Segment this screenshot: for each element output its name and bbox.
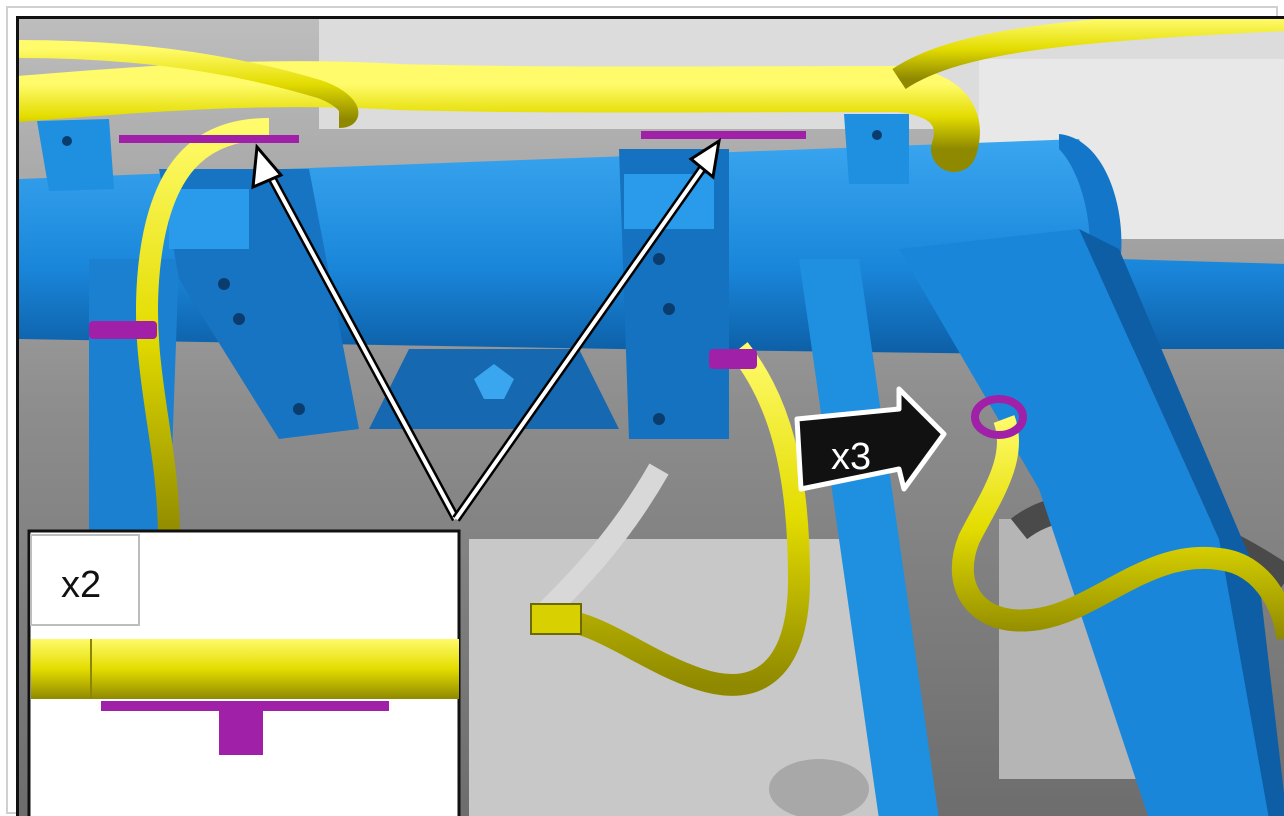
pointer-arrow-icon: [251, 143, 460, 522]
harness-clip: [119, 135, 299, 143]
harness-center-run: [548, 342, 811, 696]
bracket-hole: [293, 403, 305, 415]
arrow-quantity-label: x3: [831, 436, 871, 478]
harness-top-loop: [19, 40, 359, 128]
direction-arrow-icon: x3: [794, 386, 947, 492]
harness-top-branch: [892, 19, 1284, 90]
diagonal-brace: [899, 229, 1284, 816]
harness-clip: [89, 321, 157, 339]
bracket-hole: [663, 303, 675, 315]
illustration-panel: x3 x2: [16, 16, 1284, 816]
inset-quantity-label: x2: [61, 564, 101, 606]
inset-quantity-box: [30, 534, 140, 626]
diagonal-brace-edge: [1079, 229, 1284, 816]
bracket-hole: [653, 253, 665, 265]
vertical-post: [799, 259, 939, 816]
harness-top-bundle: [19, 61, 980, 172]
tab-hole: [872, 130, 882, 140]
inset-clip-base: [101, 701, 389, 711]
harness-connector: [530, 603, 582, 635]
top-tab-left: [37, 119, 114, 191]
crossmember-end: [1059, 134, 1122, 269]
tab-hole: [62, 136, 72, 146]
top-tab-right: [844, 114, 909, 184]
harness-right-run: [951, 415, 1284, 640]
mount-bracket-left-tab: [169, 189, 249, 249]
harness-diagram: x3 x2: [19, 19, 1284, 816]
background-fitting: [769, 759, 869, 816]
bracket-hole: [233, 313, 245, 325]
harness-clip: [641, 131, 806, 139]
bracket-center-stud: [474, 364, 514, 399]
harness-clip: [709, 349, 757, 369]
pointer-arrow-icon: [452, 137, 722, 522]
bracket-hole: [218, 278, 230, 290]
inset-clip-stem: [219, 711, 263, 755]
harness-clip: [971, 395, 1027, 439]
inset-detail: x2: [27, 529, 461, 816]
inset-harness-tube: [31, 639, 459, 699]
bracket-hole: [653, 413, 665, 425]
